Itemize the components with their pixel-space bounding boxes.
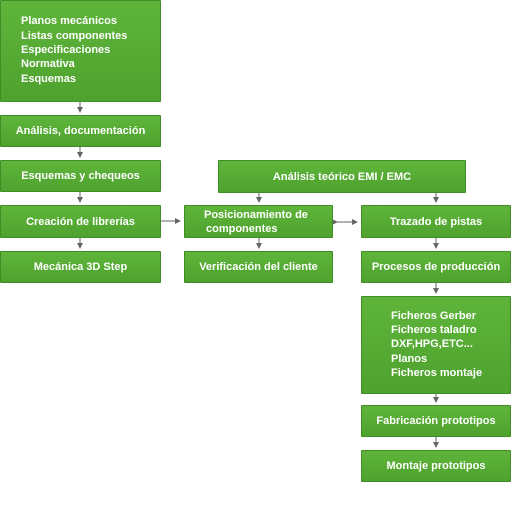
inputs-line-4: Normativa (21, 58, 75, 70)
inputs-box: Planos mecánicos Listas componentes Espe… (0, 0, 161, 102)
prototype-assembly-box: Montaje prototipos (361, 450, 511, 482)
mechanics-3d-box: Mecánica 3D Step (0, 251, 161, 283)
libraries-box: Creación de librerías (0, 205, 161, 238)
output-files-line-1: Ficheros Gerber (391, 310, 476, 322)
prototype-fab-box: Fabricación prototipos (361, 405, 511, 437)
inputs-line-5: Esquemas (21, 73, 77, 85)
schematics-box: Esquemas y chequeos (0, 160, 161, 192)
placement-label-line-1: Posicionamiento de (204, 209, 308, 221)
client-check-box: Verificación del cliente (184, 251, 333, 283)
client-check-label: Verificación del cliente (199, 261, 318, 273)
prototype-fab-label: Fabricación prototipos (376, 415, 496, 427)
routing-label: Trazado de pistas (389, 215, 483, 228)
placement-box: Posicionamiento de componentes (184, 205, 333, 238)
production-box: Procesos de producción (361, 251, 511, 283)
inputs-line-1: Planos mecánicos (21, 15, 117, 27)
placement-label-line-2: componentes (206, 223, 278, 235)
output-files-line-3: DXF,HPG,ETC... (391, 338, 473, 350)
libraries-label: Creación de librerías (26, 215, 135, 228)
inputs-line-2: Listas componentes (21, 30, 128, 42)
inputs-line-3: Especificaciones (21, 44, 111, 56)
emi-emc-box: Análisis teórico EMI / EMC (218, 160, 466, 193)
production-label: Procesos de producción (371, 261, 501, 273)
analysis-label: Análisis, documentación (15, 125, 146, 137)
output-files-line-4: Planos (391, 353, 428, 365)
output-files-line-5: Ficheros montaje (391, 367, 483, 379)
routing-box: Trazado de pistas (361, 205, 511, 238)
emi-emc-label: Análisis teórico EMI / EMC (272, 170, 412, 183)
output-files-line-2: Ficheros taladro (391, 324, 477, 336)
schematics-label: Esquemas y chequeos (21, 170, 140, 182)
output-files-box: Ficheros Gerber Ficheros taladro DXF,HPG… (361, 296, 511, 394)
prototype-assembly-label: Montaje prototipos (386, 460, 486, 472)
analysis-box: Análisis, documentación (0, 115, 161, 147)
mechanics-3d-label: Mecánica 3D Step (33, 261, 128, 273)
